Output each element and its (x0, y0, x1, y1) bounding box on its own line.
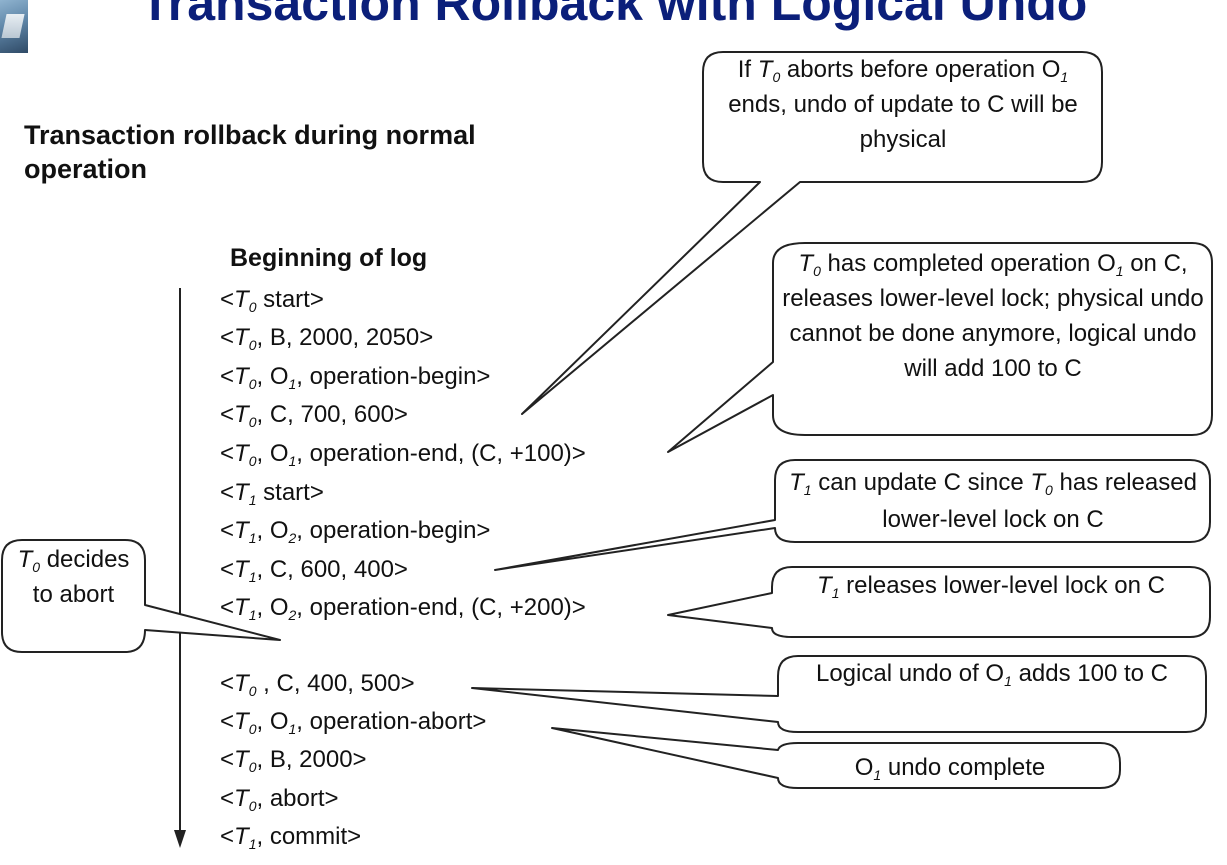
log-entry: <T1, O2, operation-begin> (220, 517, 491, 546)
callout-undo-complete: O1 undo complete (854, 754, 1046, 783)
callout-logical-undo-bubble (471, 655, 1207, 733)
callout-completed-o1: T0 has completed operation O1 on C, rele… (782, 250, 1204, 382)
log-entry: <T0, O1, operation-abort> (220, 708, 487, 737)
log-entry: <T0 start> (220, 286, 324, 315)
slide-title: Transaction Rollback with Logical Undo (140, 0, 1088, 31)
callout-undo-complete-bubble (551, 727, 1121, 789)
callout-abort-before-end-bubble (521, 51, 1103, 415)
log-entry: <T0, B, 2000> (220, 746, 367, 775)
slide-subtitle: Transaction rollback during normal opera… (24, 120, 476, 184)
log-entry: <T0 , C, 400, 500> (220, 670, 415, 699)
callout-abort-before-end: If T0 aborts before operation O1 ends, u… (728, 56, 1078, 153)
log-entry: <T0, O1, operation-end, (C, +100)> (220, 440, 586, 469)
corner-photo-image (0, 0, 28, 53)
log-entry: <T0, C, 700, 600> (220, 401, 408, 430)
log-entry: <T0, abort> (220, 785, 339, 814)
callout-t0-decides-bubble (1, 539, 281, 653)
log-entry: <T1 start> (220, 479, 324, 508)
callout-t1-release-bubble (667, 566, 1211, 638)
log-entry: <T0, B, 2000, 2050> (220, 324, 434, 353)
callout-t0-decides: T0 decides to abort (17, 546, 130, 608)
log-entry: <T1, commit> (220, 823, 362, 852)
callout-t1-update: T1 can update C since T0 has released lo… (789, 469, 1197, 533)
callout-completed-o1-bubble (667, 242, 1213, 453)
callout-t1-release: T1 releases lower-level lock on C (817, 572, 1165, 601)
log-entry: <T1, C, 600, 400> (220, 556, 408, 585)
callout-logical-undo: Logical undo of O1 adds 100 to C (815, 660, 1169, 689)
log-entry: <T0, O1, operation-begin> (220, 363, 491, 392)
log-entry: <T1, O2, operation-end, (C, +200)> (220, 594, 586, 623)
log-heading: Beginning of log (230, 244, 428, 272)
log-time-arrowhead (174, 830, 186, 848)
callout-t1-update-bubble (494, 459, 1211, 571)
